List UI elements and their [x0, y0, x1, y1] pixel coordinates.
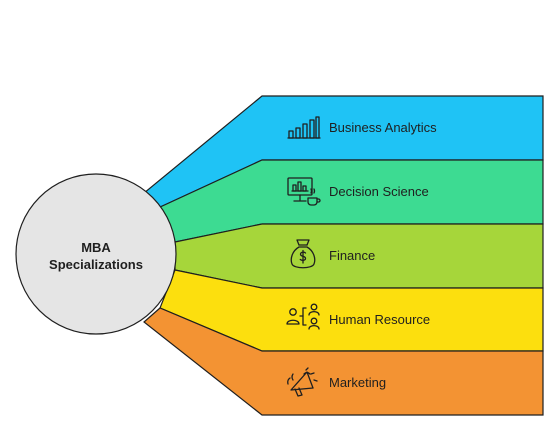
people-hierarchy-icon: [286, 303, 320, 330]
branch-business-analytics: Business Analytics: [143, 95, 544, 209]
hub-title-line2: Specializations: [49, 257, 143, 272]
branch-label: Finance: [329, 248, 375, 263]
monitor-chart-coffee-icon: [287, 177, 321, 206]
branch-label: Business Analytics: [329, 120, 437, 135]
bar-chart-icon: [287, 116, 321, 139]
branch-marketing: Marketing: [143, 307, 544, 416]
branch-band: [143, 307, 544, 416]
branch-label: Marketing: [329, 375, 386, 390]
hub: MBA Specializations: [15, 173, 177, 335]
hub-title-line1: MBA: [81, 240, 111, 255]
branch-finance: Finance: [174, 223, 544, 289]
megaphone-icon: [287, 367, 318, 397]
branch-label: Decision Science: [329, 184, 429, 199]
money-bag-icon: [290, 239, 316, 269]
branch-label: Human Resource: [329, 312, 430, 327]
hub-circle: [15, 173, 177, 335]
